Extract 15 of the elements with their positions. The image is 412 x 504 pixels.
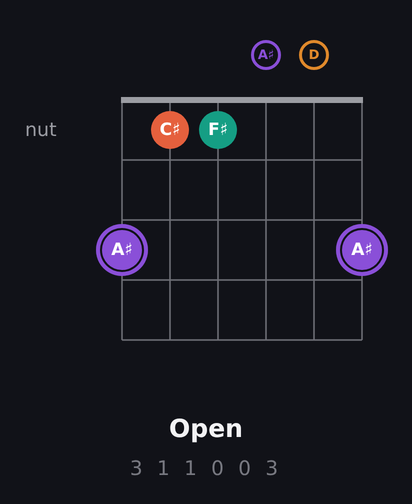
note-name: A♯ bbox=[111, 242, 133, 258]
note-name: C♯ bbox=[160, 122, 180, 138]
open-string-marker bbox=[251, 40, 281, 70]
finger-dot bbox=[151, 111, 189, 149]
finger-dot bbox=[199, 111, 237, 149]
note-name: A♯ bbox=[351, 242, 373, 258]
note-name: D bbox=[308, 48, 320, 62]
root-note-marker bbox=[336, 224, 388, 276]
note-name: A♯ bbox=[258, 48, 274, 62]
fingering-numbers: 3 1 1 0 0 3 bbox=[130, 458, 282, 478]
note-name: F♯ bbox=[208, 122, 228, 138]
root-note-marker bbox=[96, 224, 148, 276]
chord-name: Open bbox=[169, 416, 243, 441]
nut-label: nut bbox=[25, 121, 57, 140]
open-string-marker bbox=[299, 40, 329, 70]
